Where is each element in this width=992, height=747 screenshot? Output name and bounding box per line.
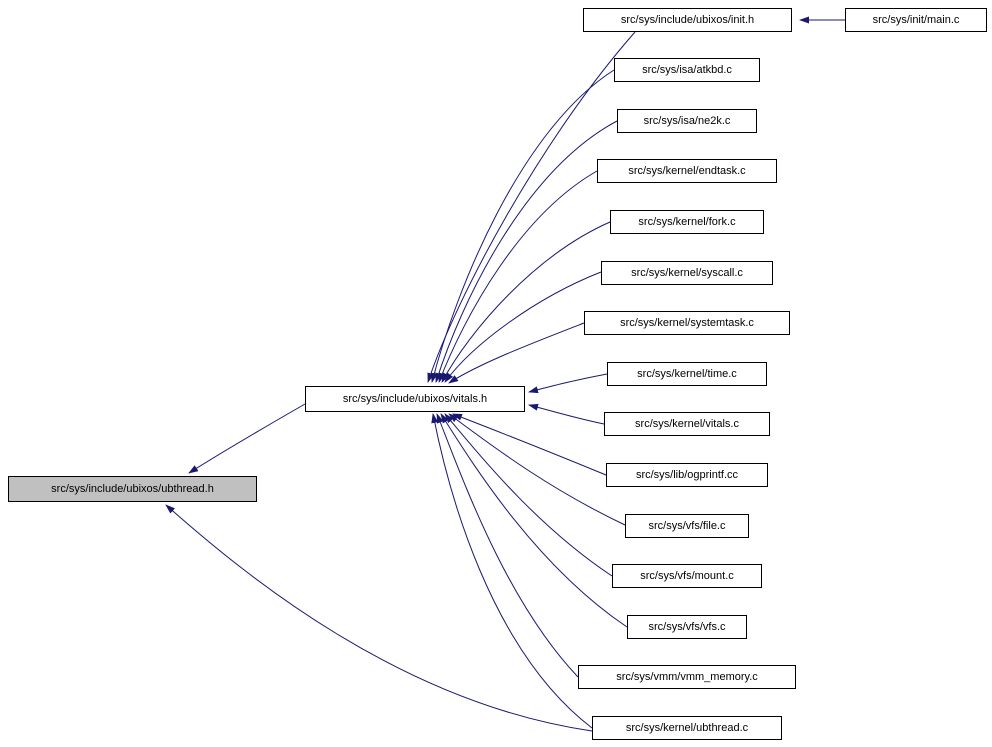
edge-mount_c-to-vitals_h xyxy=(444,413,613,577)
graph-node-ogprintf_cc[interactable]: src/sys/lib/ogprintf.cc xyxy=(606,463,768,487)
graph-node-vmm_memory_c[interactable]: src/sys/vmm/vmm_memory.c xyxy=(578,665,796,689)
graph-node-endtask_c[interactable]: src/sys/kernel/endtask.c xyxy=(597,159,777,183)
graph-node-atkbd_c[interactable]: src/sys/isa/atkbd.c xyxy=(614,58,760,82)
graph-node-systemtask_c[interactable]: src/sys/kernel/systemtask.c xyxy=(584,311,790,335)
graph-node-vitals_c[interactable]: src/sys/kernel/vitals.c xyxy=(604,412,770,436)
edge-ubthread_c-to-vitals_h xyxy=(431,413,593,729)
graph-node-time_c[interactable]: src/sys/kernel/time.c xyxy=(607,362,767,386)
edge-vfs_c-to-vitals_h xyxy=(440,413,628,628)
edge-ubthread_c-to-ubthread_h xyxy=(165,504,593,732)
edge-syscall_c-to-vitals_h xyxy=(444,271,602,383)
edge-init_h-to-vitals_h xyxy=(427,31,636,383)
edge-ogprintf_cc-to-vitals_h xyxy=(452,413,607,476)
graph-node-init_h[interactable]: src/sys/include/ubixos/init.h xyxy=(583,8,792,32)
graph-node-syscall_c[interactable]: src/sys/kernel/syscall.c xyxy=(601,261,773,285)
edge-vitals_h-to-ubthread_h xyxy=(188,403,306,474)
graph-node-ubthread_c[interactable]: src/sys/kernel/ubthread.c xyxy=(592,716,782,740)
graph-node-ne2k_c[interactable]: src/sys/isa/ne2k.c xyxy=(617,109,757,133)
edge-ne2k_c-to-vitals_h xyxy=(435,120,618,383)
graph-node-ubthread_h[interactable]: src/sys/include/ubixos/ubthread.h xyxy=(8,476,257,502)
edge-systemtask_c-to-vitals_h xyxy=(448,322,585,384)
edge-fork_c-to-vitals_h xyxy=(441,221,611,383)
graph-node-vitals_h[interactable]: src/sys/include/ubixos/vitals.h xyxy=(305,386,525,412)
graph-node-vfs_c[interactable]: src/sys/vfs/vfs.c xyxy=(627,615,747,639)
graph-node-mount_c[interactable]: src/sys/vfs/mount.c xyxy=(612,564,762,588)
graph-node-main_c[interactable]: src/sys/init/main.c xyxy=(845,8,987,32)
edge-atkbd_c-to-vitals_h xyxy=(430,69,615,383)
edge-endtask_c-to-vitals_h xyxy=(438,170,598,383)
edge-time_c-to-vitals_h xyxy=(528,373,608,394)
edge-vitals_c-to-vitals_h xyxy=(528,403,605,425)
edge-vmm_memory_c-to-vitals_h xyxy=(436,413,579,678)
graph-node-fork_c[interactable]: src/sys/kernel/fork.c xyxy=(610,210,764,234)
graph-node-file_c[interactable]: src/sys/vfs/file.c xyxy=(625,514,749,538)
edge-file_c-to-vitals_h xyxy=(448,413,626,526)
